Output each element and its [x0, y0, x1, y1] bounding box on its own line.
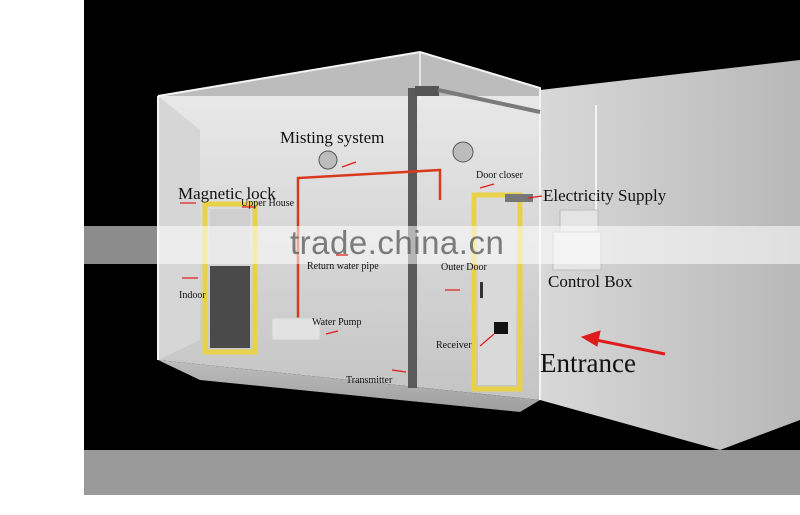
label-door-closer: Door closer [476, 170, 523, 181]
receiver-device [494, 322, 508, 334]
water-pump [271, 317, 321, 341]
label-entrance: Entrance [540, 348, 636, 378]
roof-panel [158, 52, 540, 96]
label-receiver: Receiver [436, 340, 472, 351]
label-misting-system: Misting system [280, 128, 385, 147]
inner-door-frame [202, 201, 258, 355]
label-return-water-pipe: Return water pipe [307, 261, 379, 272]
label-magnetic-lock: Magnetic lock [178, 184, 276, 203]
arrow-icons [180, 161, 666, 373]
floor [158, 360, 540, 412]
door-handle [480, 282, 483, 298]
ground-strip [84, 450, 800, 495]
label-indoor: Indoor [179, 290, 206, 301]
label-water-pump: Water Pump [312, 317, 362, 328]
misting-nozzle [318, 150, 338, 170]
misting-nozzle [452, 141, 474, 163]
label-transmitter: Transmitter [346, 375, 393, 386]
label-outer-door: Outer Door [441, 262, 487, 273]
watermark-logo: trade.china.cn [290, 224, 505, 261]
label-upper-house: Upper House [241, 198, 295, 209]
watermark-band [84, 226, 800, 264]
label-electricity-supply: Electricity Supply [543, 186, 667, 205]
pipe-arm [437, 88, 541, 114]
pipe-joint [415, 86, 439, 96]
outer-door-frame [471, 192, 523, 392]
door-closer [505, 194, 533, 202]
inner-door-glass [210, 266, 250, 348]
label-control-box: Control Box [548, 272, 633, 291]
